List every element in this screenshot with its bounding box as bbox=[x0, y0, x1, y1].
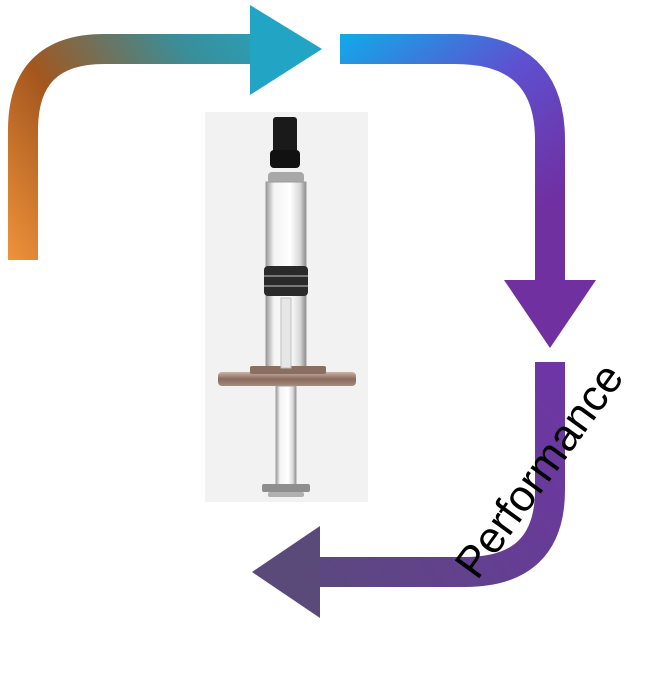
arrow-bottom-left bbox=[252, 362, 565, 618]
arrow-top-left bbox=[8, 5, 322, 260]
arrow-right-down bbox=[340, 34, 596, 348]
syringe-image bbox=[205, 112, 368, 502]
